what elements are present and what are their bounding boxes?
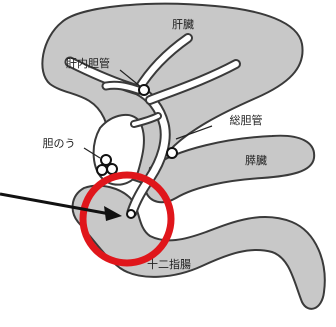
label-common-bile-duct: 総胆管 (230, 113, 263, 127)
stone-gallbladder-3 (97, 165, 107, 175)
stone-gallbladder-1 (101, 155, 111, 165)
label-liver: 肝臓 (172, 18, 194, 31)
stone-common-duct (167, 148, 177, 158)
label-gallbladder: 胆のう (43, 137, 76, 150)
label-duodenum: 十二指腸 (147, 257, 191, 271)
duodenum-shape (73, 186, 325, 309)
label-pancreas: 膵臓 (245, 154, 267, 167)
label-intrahepatic-duct: 肝内胆管 (66, 56, 110, 70)
stone-gallbladder-2 (107, 164, 117, 174)
stone-papilla (127, 210, 135, 218)
